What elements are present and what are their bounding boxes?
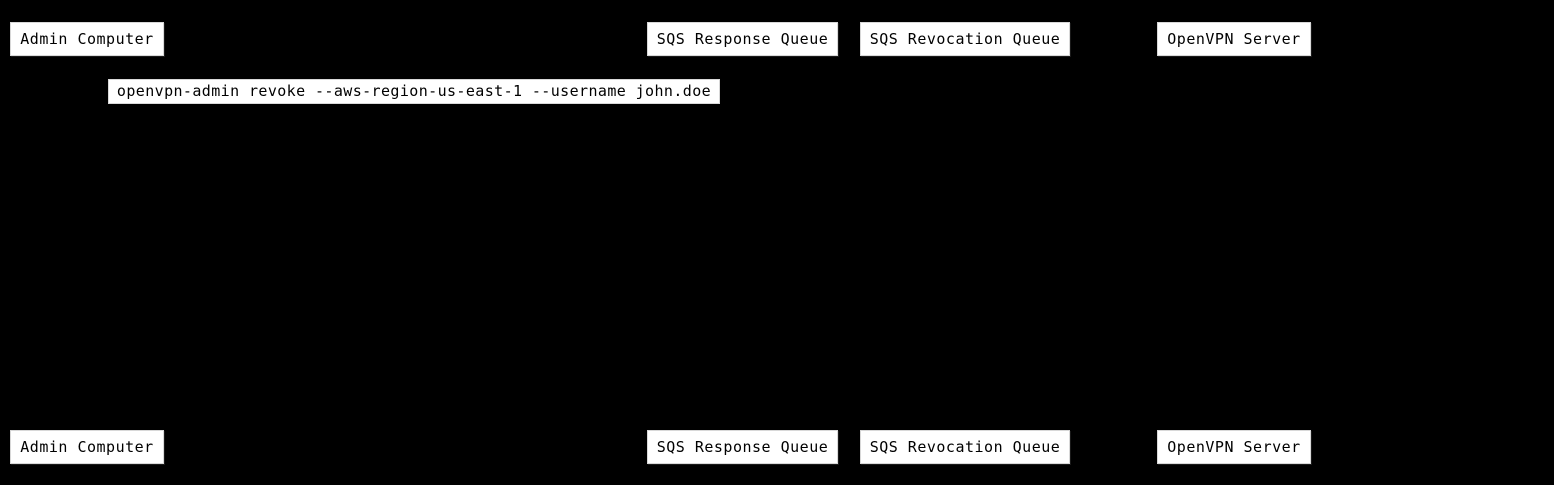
message-arrow-head bbox=[81, 102, 88, 110]
lifeline-sqs-response-queue bbox=[742, 56, 743, 430]
participant-sqs-revocation-queue-top[interactable]: SQS Revocation Queue bbox=[860, 22, 1070, 56]
participant-admin-computer-bottom[interactable]: Admin Computer bbox=[10, 430, 164, 464]
message-arrow-segment-bottom bbox=[87, 106, 109, 107]
participant-sqs-response-queue-bottom[interactable]: SQS Response Queue bbox=[647, 430, 838, 464]
participant-admin-computer-top[interactable]: Admin Computer bbox=[10, 22, 164, 56]
participant-openvpn-server-top[interactable]: OpenVPN Server bbox=[1157, 22, 1311, 56]
participant-sqs-revocation-queue-bottom[interactable]: SQS Revocation Queue bbox=[860, 430, 1070, 464]
participant-openvpn-server-bottom[interactable]: OpenVPN Server bbox=[1157, 430, 1311, 464]
message-label-revoke-command: openvpn-admin revoke --aws-region-us-eas… bbox=[108, 79, 720, 104]
message-arrow-segment-top bbox=[87, 82, 109, 83]
lifeline-openvpn-server bbox=[1234, 56, 1235, 430]
participant-sqs-response-queue-top[interactable]: SQS Response Queue bbox=[647, 22, 838, 56]
lifeline-sqs-revocation-queue bbox=[965, 56, 966, 430]
lifeline-admin-computer bbox=[87, 56, 88, 430]
